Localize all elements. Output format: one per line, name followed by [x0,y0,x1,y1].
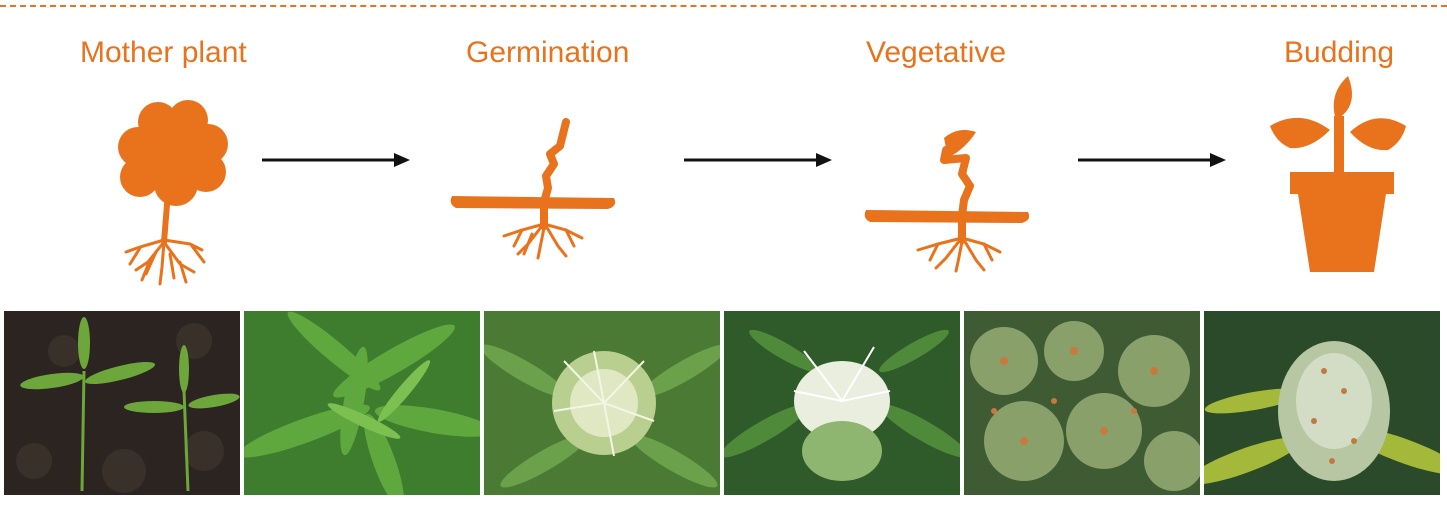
arrow-icon [262,153,410,167]
dashed-divider [0,5,1447,7]
sprout-roots-icon [450,118,616,260]
stage-label-vegetative: Vegetative [866,36,1007,69]
seedling-roots-icon [864,130,1030,273]
stage-label-mother-plant: Mother plant [80,36,247,69]
arrow-icon [684,153,832,167]
tree-icon [118,100,228,286]
photo-white-pistil-bud [724,311,960,495]
photo-early-flower [484,311,720,495]
photo-seedlings [4,311,240,495]
stage-label-germination: Germination [466,36,630,69]
photo-cannabis-leaf [244,311,480,495]
potted-plant-icon [1270,76,1406,272]
arrow-icon [1078,153,1226,167]
stage-label-budding: Budding [1284,36,1395,69]
photo-frosty-bud [1204,311,1440,495]
photo-mature-bud [964,311,1200,495]
